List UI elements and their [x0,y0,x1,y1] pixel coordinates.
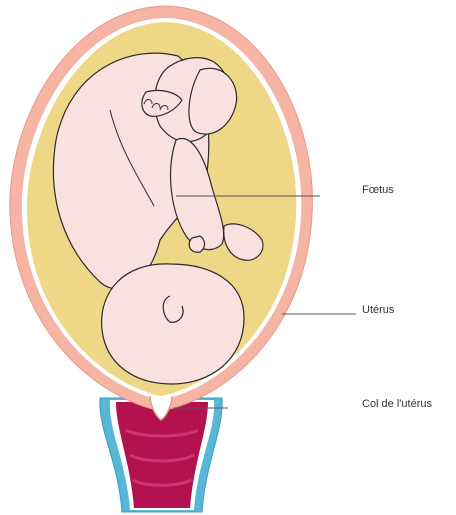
foetus-label: Fœtus [362,184,394,196]
cervix-label: Col de l'utérus [362,398,432,410]
uterus-label: Utérus [362,304,395,316]
fetus-fist [189,236,204,252]
fetus-head [102,264,244,384]
